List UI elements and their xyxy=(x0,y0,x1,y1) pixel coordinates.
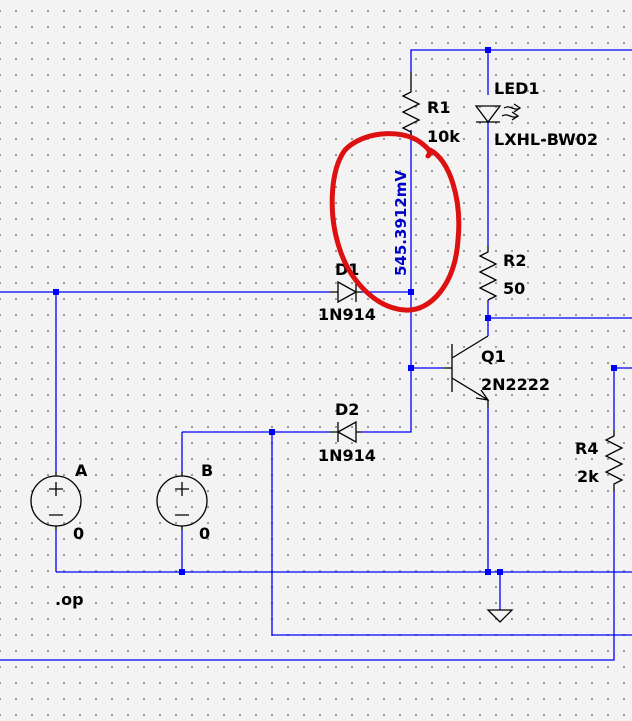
wire-d2-bottom xyxy=(271,432,632,636)
wire-top-rail xyxy=(410,49,632,72)
junction-ground-1 xyxy=(485,569,491,575)
wires xyxy=(0,49,632,661)
junction-ground-2 xyxy=(497,569,503,575)
annotation-circle xyxy=(329,131,462,313)
resistor-r1[interactable] xyxy=(401,72,421,140)
diode-d1[interactable] xyxy=(330,280,362,304)
r2-value-label: 50 xyxy=(503,279,525,298)
q1-name-label: Q1 xyxy=(481,347,506,366)
junction-collector xyxy=(485,315,491,321)
led1-name-label: LED1 xyxy=(494,79,540,98)
d2-value-label: 1N914 xyxy=(318,446,376,465)
diode-d2[interactable] xyxy=(330,420,362,444)
source-b-value-label: 0 xyxy=(199,524,210,543)
source-a-value-label: 0 xyxy=(73,524,84,543)
resistor-r2[interactable] xyxy=(478,246,498,301)
wire-node-base xyxy=(362,292,412,433)
ground-symbol xyxy=(486,609,514,623)
junction-a xyxy=(53,289,59,295)
source-b-name-label: B xyxy=(201,461,213,480)
node-voltage-label[interactable]: 545.3912mV xyxy=(392,170,410,276)
led-led1[interactable] xyxy=(474,103,522,124)
led1-value-label: LXHL-BW02 xyxy=(494,130,598,149)
voltage-source-b[interactable] xyxy=(156,472,208,530)
source-a-name-label: A xyxy=(75,461,88,480)
q1-value-label: 2N2222 xyxy=(481,375,550,394)
op-directive: .op xyxy=(55,590,84,609)
junctions xyxy=(53,47,617,575)
wire-r4-lower xyxy=(0,492,615,661)
junction-r4 xyxy=(611,365,617,371)
d1-value-label: 1N914 xyxy=(318,305,376,324)
r2-name-label: R2 xyxy=(503,251,526,270)
junction-top xyxy=(485,47,491,53)
r1-value-label: 10k xyxy=(427,127,460,146)
resistor-r4[interactable] xyxy=(604,430,624,492)
junction-base xyxy=(408,365,414,371)
d2-name-label: D2 xyxy=(335,400,359,419)
r4-name-label: R4 xyxy=(575,439,598,458)
transistor-q1[interactable] xyxy=(444,335,490,408)
r1-name-label: R1 xyxy=(427,98,450,117)
r4-value-label: 2k xyxy=(577,467,599,486)
junction-node xyxy=(408,289,414,295)
junction-b-ground xyxy=(179,569,185,575)
voltage-source-a[interactable] xyxy=(30,472,82,530)
junction-d2 xyxy=(269,429,275,435)
